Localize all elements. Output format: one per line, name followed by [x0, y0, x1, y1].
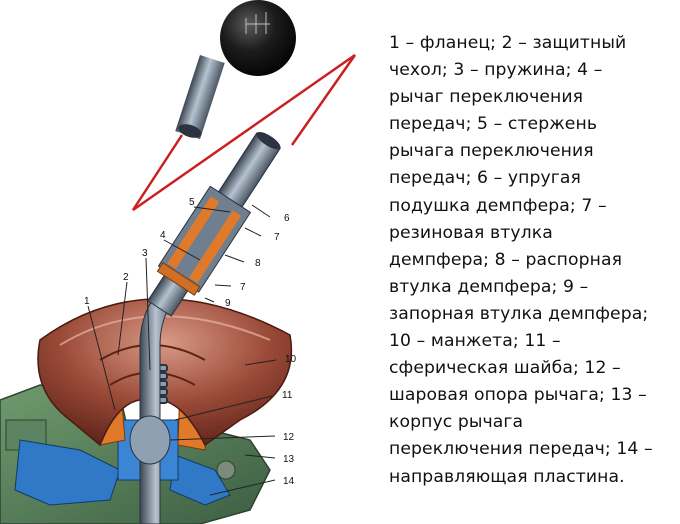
callout-2: 2 [123, 272, 129, 283]
caption-line: подушка демпфера; 7 – [389, 195, 607, 216]
gearshift-pattern-icon [245, 12, 270, 34]
callout-1: 1 [84, 296, 90, 307]
legend-caption: 1 – фланец; 2 – защитный чехол; 3 – пруж… [389, 30, 673, 491]
caption-line: сферическая шайба; 12 – [389, 358, 621, 379]
caption-line: передач; 6 – упругая [389, 168, 581, 189]
caption-line: корпус рычага [389, 412, 524, 433]
callout-14: 14 [283, 476, 295, 487]
guide-line [131, 53, 357, 212]
caption-line: шаровая опора рычага; 13 – [389, 385, 647, 406]
callout-9: 9 [225, 298, 231, 309]
upper-lever-end [178, 124, 202, 138]
caption-line: рычага переключения [389, 141, 594, 162]
caption-line: 1 – фланец; 2 – защитный [389, 33, 627, 53]
callout-6: 6 [284, 213, 290, 224]
caption-line: рычаг переключения [389, 87, 584, 108]
callout-13: 13 [283, 454, 295, 465]
ball-support [129, 415, 171, 465]
upper-lever-rod [175, 54, 225, 140]
callout-5: 5 [189, 197, 195, 208]
callout-11: 11 [282, 390, 293, 401]
callout-10: 10 [285, 354, 297, 365]
caption-line: втулка демпфера; 9 – [389, 276, 589, 297]
callout-7b: 7 [240, 282, 246, 293]
gearshift-knob-assembly [175, 0, 296, 140]
callout-12: 12 [283, 432, 295, 443]
caption-line: чехол; 3 – пружина; 4 – [389, 60, 603, 81]
caption-line: резиновая втулка [389, 222, 553, 243]
leader-lines [87, 204, 277, 496]
callout-3: 3 [142, 248, 148, 259]
callout-8: 8 [255, 258, 261, 269]
callout-7a: 7 [274, 232, 280, 243]
caption-line: демпфера; 8 – распорная [389, 249, 623, 270]
callout-4: 4 [160, 230, 166, 241]
caption-line: переключения передач; 14 – [389, 439, 653, 460]
caption-line: 10 – манжета; 11 – [389, 331, 561, 352]
callout-labels: 1 2 3 4 5 6 7 8 7 9 10 11 12 13 14 [84, 197, 297, 487]
caption-line: направляющая пластина. [389, 466, 625, 487]
caption-line: передач; 5 – стержень [389, 114, 598, 135]
caption-line: запорная втулка демпфера; [389, 303, 649, 324]
gearshift-knob-icon [220, 0, 296, 76]
damper-assembly [147, 131, 281, 317]
